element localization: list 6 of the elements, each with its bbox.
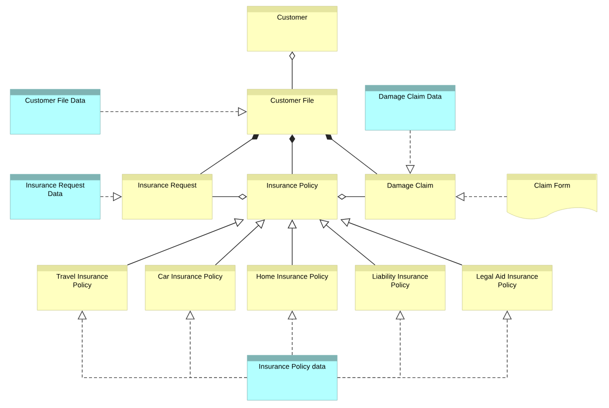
dashed-arrow [100,192,122,202]
aggregation-line [200,134,259,174]
aggregation-line [212,194,247,200]
dashed-arrow [406,130,415,174]
arrow [127,218,244,266]
dashed-arrow [100,107,247,116]
